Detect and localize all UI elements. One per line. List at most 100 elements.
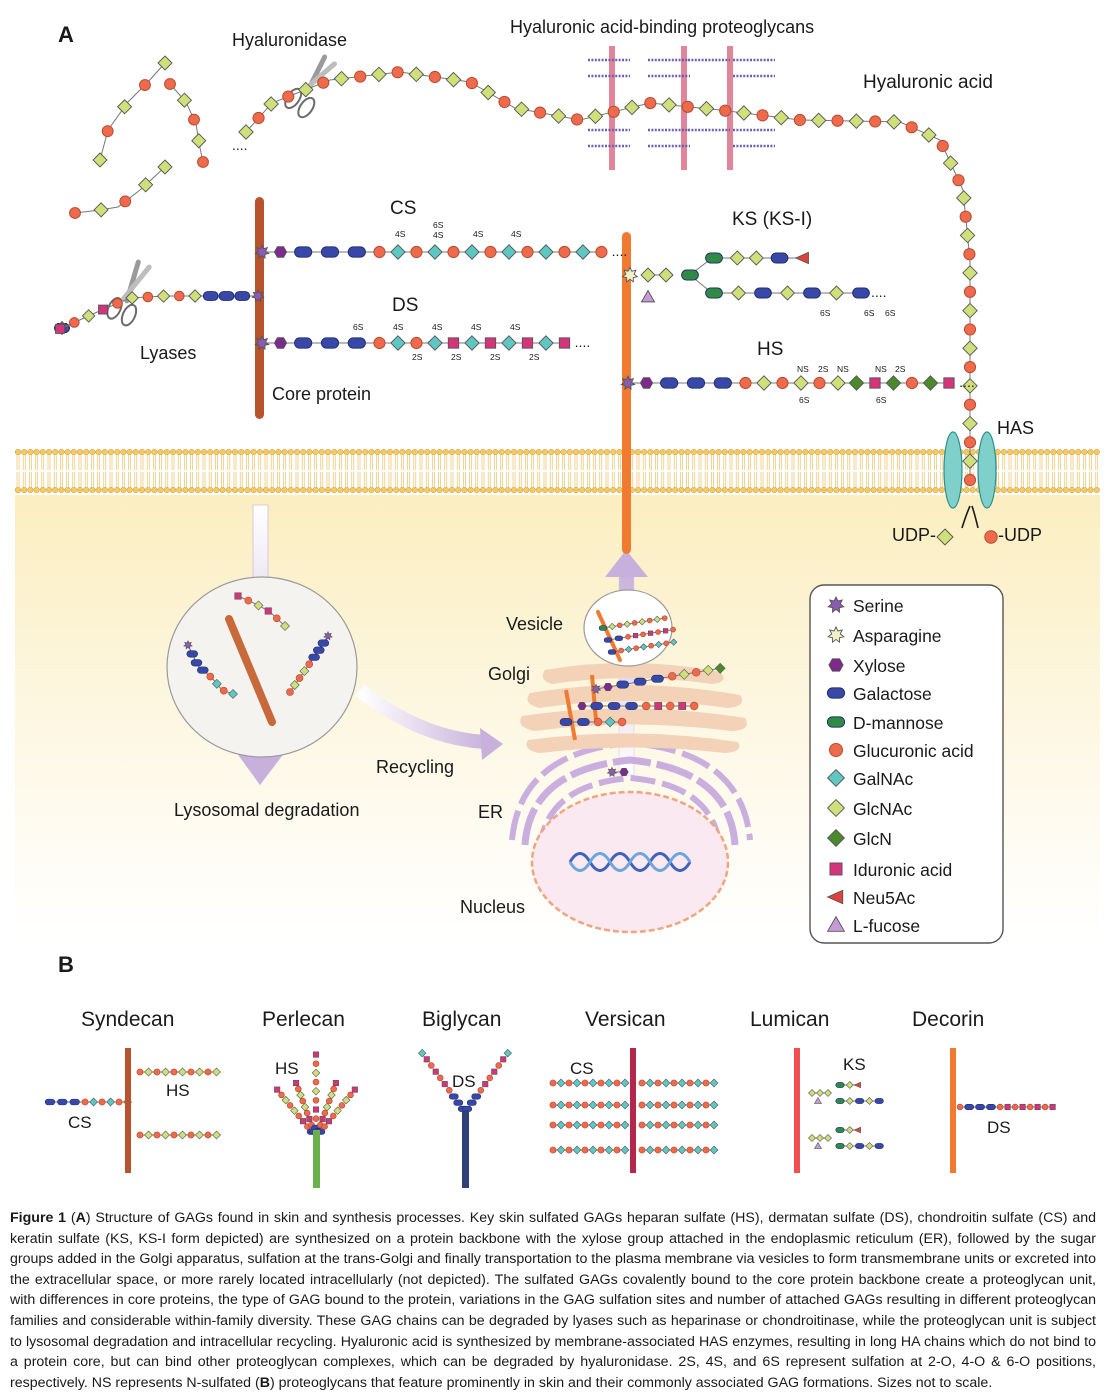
ds-chain-iduronic-acid-13 (521, 337, 534, 349)
lumican-stem-0-glcnac-1 (816, 1089, 824, 1097)
vesicle-chain-3-glucuronic-acid-1 (618, 647, 624, 654)
syndecan-hs-2-glcnac-5 (178, 1130, 187, 1140)
sulf-ds-2s-2: 2S (451, 352, 462, 362)
syndecan-cs-galactose-0 (44, 1098, 56, 1106)
versican-left-3-glucuronic-acid-0 (549, 1146, 557, 1154)
udp-glucuronic-acid (984, 530, 998, 544)
versican-left-2-galnac-7 (604, 1120, 614, 1130)
decorin-ds-iduronic-acid-5 (1004, 1103, 1011, 1111)
syndecan-hs-1-glucuronic-acid-2 (153, 1068, 161, 1076)
vesicle-chain-3-galactose-0 (607, 649, 617, 655)
syndecan-hs-2-glucuronic-acid-6 (187, 1131, 195, 1139)
lyso-frag-2-serine-0 (183, 639, 193, 650)
lysosome (166, 576, 358, 758)
hs-chain-continuation: .... (959, 374, 975, 390)
decorin-ds-glucuronic-acid-0 (956, 1103, 964, 1111)
cs-chain-galactose-2 (294, 246, 313, 258)
ha-chain-glucuronic-acid-43 (959, 210, 972, 223)
versican-left-1-glucuronic-acid-8 (613, 1101, 621, 1109)
sulf-ds-2s-4: 2S (529, 352, 540, 362)
versican-right-1-glucuronic-acid-2 (654, 1101, 662, 1109)
syndecan-cs-glucuronic-acid-5 (98, 1098, 106, 1106)
ds-label: DS (392, 295, 418, 316)
lyase-chain-glucuronic-acid-4 (112, 298, 123, 309)
ha-fragment-3-glcnac-3 (191, 133, 207, 149)
perlecan-branch-0-5 (286, 1102, 294, 1109)
sulf-ds-2s-1: 2S (412, 352, 423, 362)
versican-left-2-glucuronic-acid-2 (565, 1121, 573, 1129)
golgi-chain-1-galactose-2 (616, 680, 630, 689)
ks-lower-branch-galactose-6 (852, 287, 870, 299)
perlecan-branch-3-7 (330, 1085, 337, 1093)
syndecan-cs-galnac-6 (106, 1097, 115, 1107)
versican-left-2-glucuronic-acid-0 (549, 1121, 557, 1129)
perlecan-branch-1-4 (300, 1102, 310, 1112)
versican-left-2-galnac-5 (588, 1120, 598, 1130)
sulf-ks-6s-3: 6S (885, 308, 896, 318)
legend-label-asparagine: Asparagine (853, 626, 942, 646)
lyso-frag-2-galactose-2 (190, 659, 203, 667)
ha-chain-glucuronic-acid-29 (756, 109, 769, 122)
lyso-frag-3-galactose-2 (313, 646, 325, 654)
versican-left-0-glucuronic-acid-4 (581, 1079, 589, 1087)
caption-part-1: ( (66, 1210, 76, 1226)
biglycan-ds-label: DS (452, 1072, 476, 1091)
versican-left-1-glucuronic-acid-0 (549, 1101, 557, 1109)
golgi-chain-2-glucuronic-acid-8 (689, 701, 699, 711)
ks-lower-branch-d-mannose-0 (705, 287, 723, 299)
perlecan-branch-4-5 (338, 1102, 346, 1109)
versican-left-3-galnac-9 (620, 1145, 630, 1155)
golgi-chain-1-xylose-1 (603, 683, 613, 691)
golgi-chain-2-galactose-2 (607, 702, 621, 710)
versican-right-0-galnac-7 (693, 1078, 703, 1088)
ha-chain-glucuronic-acid-3 (282, 90, 295, 103)
ha-chain-glcnac-12 (445, 71, 462, 88)
lumican-down-0-galactose-4 (874, 1098, 884, 1104)
ks-stem-glcnac-1 (658, 267, 674, 283)
golgi-label: Golgi (488, 664, 530, 684)
ds-chain-continuation: .... (575, 334, 591, 350)
biglycan-arm-0-1 (453, 1099, 464, 1106)
lyase-chain-galactose-11 (218, 291, 235, 301)
golgi-chain-1-glcn-9 (714, 662, 726, 674)
cs-chain-glucuronic-acid-15 (558, 245, 571, 259)
cs-chain-serine-0 (254, 244, 270, 260)
biglycan-arm-0-5 (436, 1074, 444, 1082)
lyso-frag-2-glucuronic-acid-4 (206, 672, 215, 681)
hyaluronidase-label: Hyaluronidase (232, 30, 347, 50)
cs-chain-galnac-12 (501, 244, 517, 260)
lumican-down-1-glcnac-3 (865, 1142, 874, 1150)
versican-left-1-galnac-5 (588, 1100, 598, 1110)
ks-stem-glcnac-0 (640, 267, 656, 283)
dna-helix (568, 852, 692, 872)
ha-chain-glcnac-14 (480, 84, 497, 101)
biglycan-arm-0-8 (423, 1056, 430, 1063)
figure-caption: Figure 1 (A) Structure of GAGs found in … (10, 1208, 1096, 1393)
golgi-chain-2-iduronic-acid-7 (678, 702, 687, 710)
cs-chain-glucuronic-acid-7 (410, 245, 423, 259)
vesicle-chain-2-glucuronic-acid-6 (655, 629, 661, 635)
versican-right-3-galnac-3 (661, 1145, 671, 1155)
hs-chain-galactose-3 (686, 377, 706, 389)
versican-right-2-galnac-3 (661, 1120, 671, 1130)
versican-right-0-glucuronic-acid-8 (702, 1079, 710, 1087)
ds-chain-galactose-2 (294, 337, 313, 349)
versican-left-0-glucuronic-acid-6 (597, 1079, 605, 1087)
versican-right-0-galnac-9 (709, 1078, 719, 1088)
versican-right-2-galnac-5 (677, 1120, 687, 1130)
decorin-ds-glucuronic-acid-4 (996, 1103, 1004, 1111)
golgi-chain-1-galactose-4 (651, 674, 664, 683)
syndecan-hs-label: HS (166, 1081, 190, 1100)
perlecan-branch-4-7 (347, 1091, 354, 1099)
ks-upper-branch-d-mannose-0 (705, 252, 723, 264)
lumican-fucose-0 (813, 1096, 823, 1104)
lumican-stem-1-glcnac-1 (816, 1134, 824, 1142)
ha-chain-glucuronic-acid-51 (963, 361, 977, 374)
legend (826, 595, 846, 932)
sulf-hs-ns-2: NS (837, 364, 849, 374)
ha-fragment-2-glcnac-3 (138, 177, 154, 193)
lyso-frag-1-glucuronic-acid-1 (244, 596, 253, 605)
golgi-chain-1-glcnac-6 (678, 668, 690, 680)
ha-chain-linkage (245, 71, 971, 480)
biglycan-arm-0-2 (448, 1093, 459, 1100)
